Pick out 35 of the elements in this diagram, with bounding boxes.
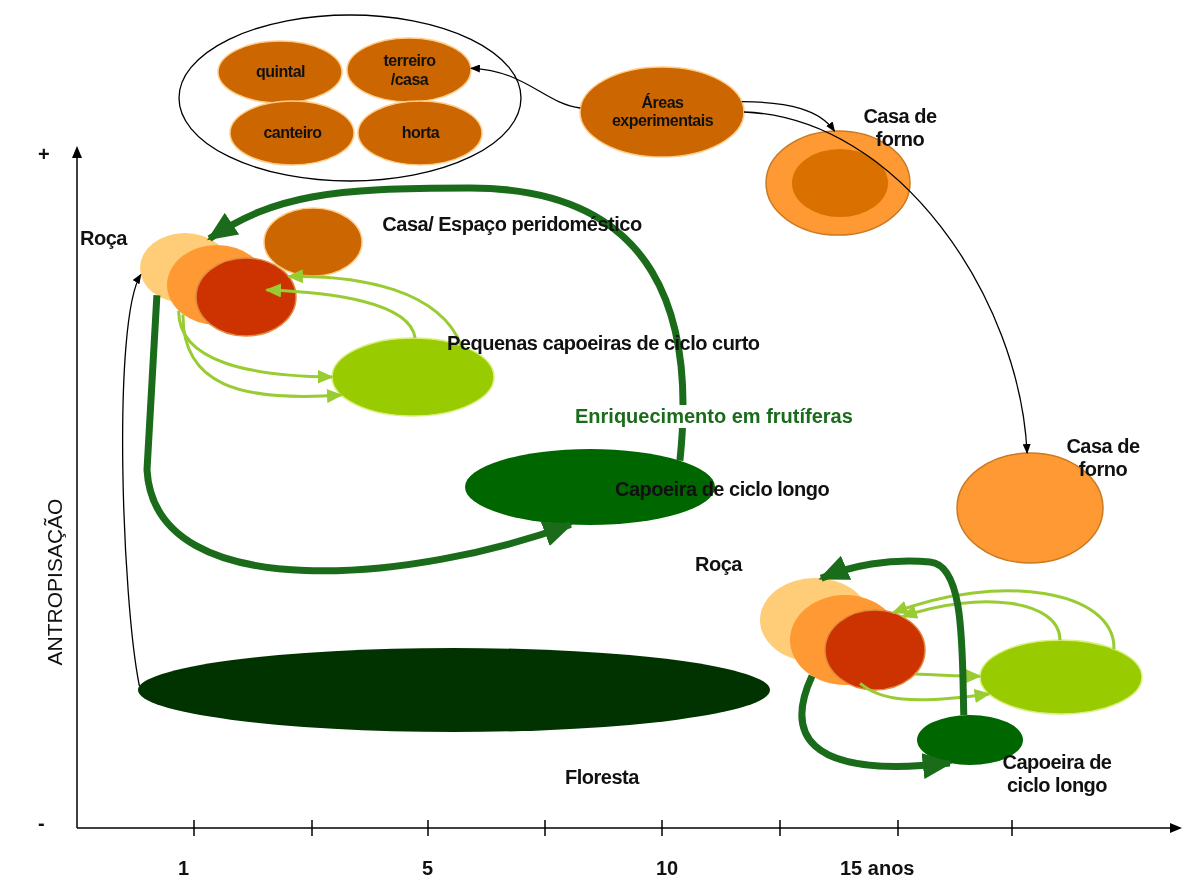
arrow — [207, 184, 687, 461]
edge-label: Enriquecimento em frutíferas — [573, 405, 855, 428]
axis-end-label: + — [38, 143, 50, 166]
area-label: canteiro — [263, 124, 322, 143]
area-label: Casa de forno — [862, 105, 938, 151]
area-label: Floresta — [565, 766, 639, 789]
axis-title: ANTROPISAÇÃO — [43, 498, 68, 666]
area-label: horta — [401, 124, 440, 143]
tick-label: 5 — [422, 857, 434, 880]
arrow — [818, 557, 968, 716]
area-label: Casa de forno — [1065, 435, 1141, 481]
arrow — [470, 64, 581, 109]
arrow — [859, 682, 991, 703]
arrow — [743, 111, 1031, 454]
arrow — [901, 600, 1062, 641]
arrow — [914, 669, 982, 684]
area-label: quintal — [256, 62, 305, 82]
tick-label: 1 — [178, 857, 190, 880]
arrow — [177, 310, 334, 384]
axis-end-label: - — [38, 812, 45, 835]
arrow — [265, 283, 417, 339]
arrow — [287, 269, 463, 347]
area-label: Roça — [80, 227, 127, 250]
arrow — [181, 314, 343, 403]
area-label: Roça — [695, 553, 742, 576]
arrow — [122, 273, 142, 687]
tick-label: 10 — [656, 857, 679, 880]
area-label: terreiro /casa — [382, 52, 437, 89]
area-label: Capoeira de ciclo longo — [1001, 751, 1113, 797]
area-label: Áreas experimentais — [610, 93, 715, 131]
arrow — [741, 100, 836, 132]
arrow — [798, 674, 953, 778]
arrow — [143, 295, 574, 575]
tick-label: 15 anos — [840, 857, 915, 880]
arrow — [891, 589, 1116, 650]
